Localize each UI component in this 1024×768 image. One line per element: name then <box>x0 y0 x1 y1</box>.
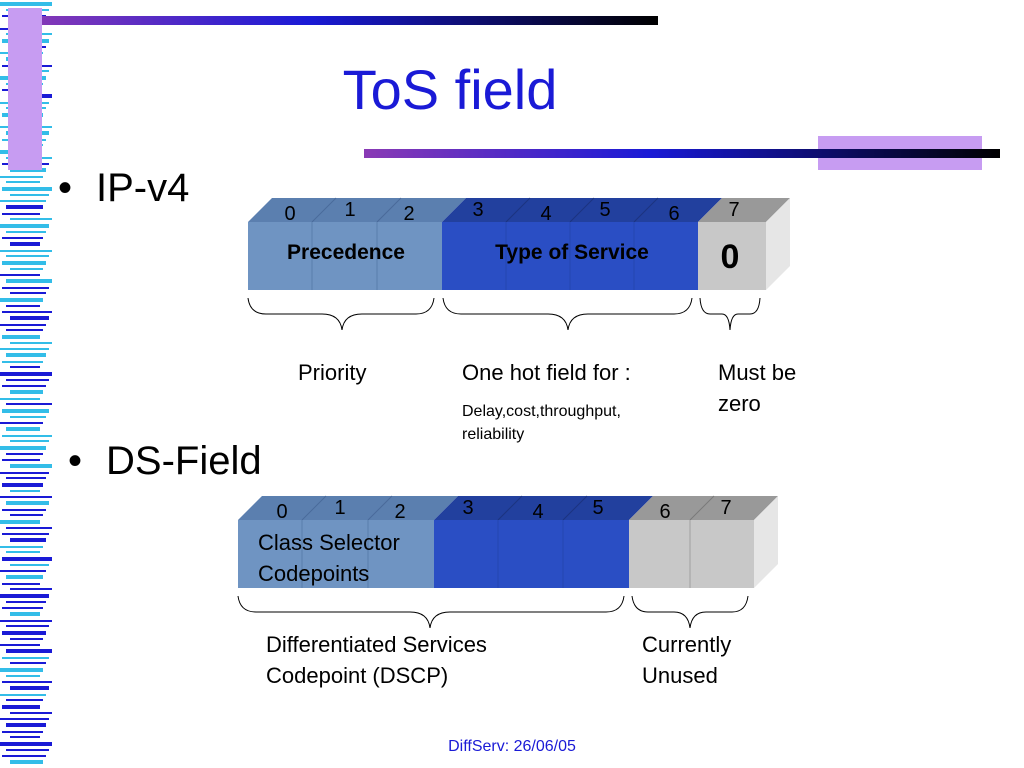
ds-bit-7: 7 <box>720 497 731 519</box>
ds-bit-6: 6 <box>659 501 670 523</box>
class-selector-line-1: Class Selector <box>258 527 400 558</box>
ds-bit-3: 3 <box>462 497 473 519</box>
footer-text: DiffServ: 26/06/05 <box>0 738 1024 756</box>
ds-bit-4: 4 <box>532 501 543 523</box>
ds-bit-0: 0 <box>276 501 287 523</box>
ds-front-unused <box>629 520 754 588</box>
unused-line-2: Unused <box>642 660 718 691</box>
ds-bit-1: 1 <box>334 497 345 519</box>
class-selector-line-2: Codepoints <box>258 558 369 589</box>
ds-brace-dscp <box>238 596 624 628</box>
ds-brace-unused <box>632 596 748 628</box>
unused-line-1: Currently <box>642 629 731 660</box>
ds-top-unused <box>629 496 778 520</box>
dscp-line-1: Differentiated Services <box>266 629 487 660</box>
ds-bit-5: 5 <box>592 497 603 519</box>
dscp-line-2: Codepoint (DSCP) <box>266 660 448 691</box>
ds-top-class <box>238 496 458 520</box>
ds-front-dscp-rest <box>434 520 629 588</box>
ds-bit-2: 2 <box>394 501 405 523</box>
